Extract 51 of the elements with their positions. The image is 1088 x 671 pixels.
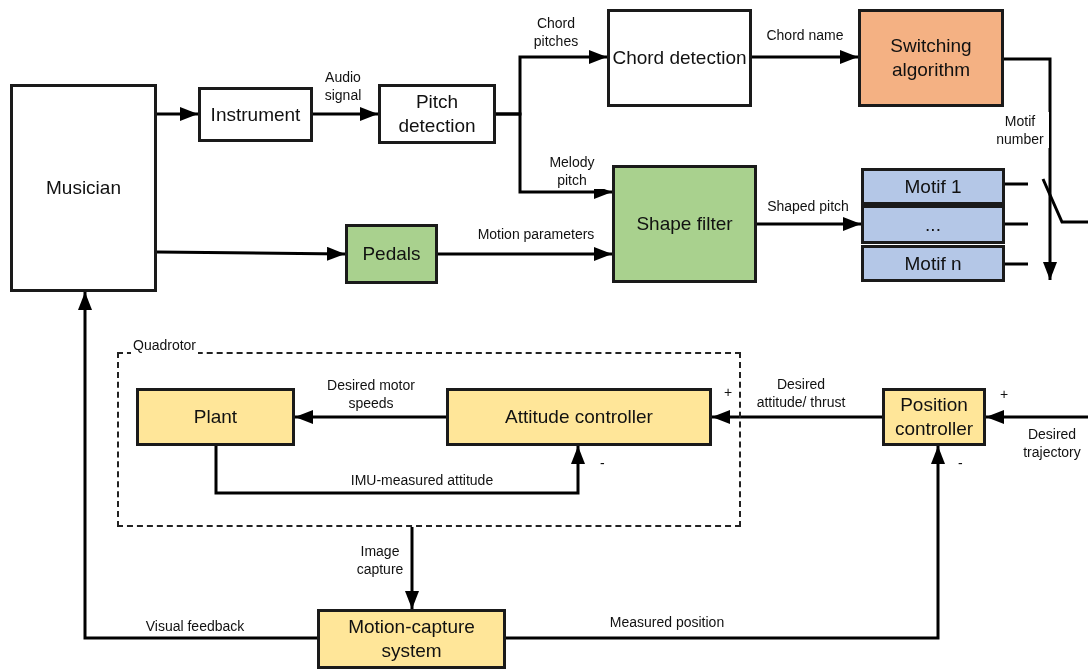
group-title: Quadrotor — [131, 337, 199, 355]
node-label: Motion-capture system — [347, 615, 476, 663]
node-label: Switching algorithm — [889, 34, 973, 82]
edge-label: Shaped pitch — [767, 197, 849, 216]
sign-label: - — [600, 455, 605, 471]
sign-label: - — [958, 455, 963, 471]
arrow — [506, 446, 945, 640]
arrow — [78, 292, 317, 640]
arrow — [214, 446, 585, 495]
process-box — [607, 9, 752, 107]
process-box — [10, 84, 157, 292]
node-label: Musician — [46, 176, 121, 200]
node-label: Plant — [193, 405, 238, 429]
process-box — [136, 388, 295, 446]
arrow — [157, 246, 345, 261]
process-box — [861, 205, 1005, 244]
arrow — [313, 107, 378, 121]
process-box — [446, 388, 712, 446]
process-box — [317, 609, 506, 669]
node-label: ... — [925, 212, 941, 237]
process-box — [861, 245, 1005, 282]
process-box — [378, 84, 496, 144]
node-label: Pedals — [362, 242, 421, 266]
arrow — [752, 50, 858, 64]
arrow — [496, 112, 612, 199]
arrow — [438, 247, 612, 261]
process-box — [612, 165, 757, 283]
process-box — [861, 168, 1005, 205]
arrow — [757, 217, 861, 231]
arrow — [712, 410, 882, 424]
node-label: Pitch detection — [397, 90, 477, 138]
node-label: Attitude controller — [505, 405, 653, 429]
node-label: Instrument — [210, 102, 301, 127]
node-label: Chord detection — [612, 46, 747, 70]
arrow — [1004, 57, 1057, 280]
process-box — [858, 9, 1004, 107]
node-label: Motif 1 — [904, 174, 962, 199]
node-label: Motif n — [904, 251, 962, 276]
arrow — [405, 527, 419, 609]
sign-label: + — [1000, 386, 1009, 402]
sign-label: + — [724, 384, 733, 400]
process-box — [198, 87, 313, 142]
edge-label: Measured position — [609, 613, 725, 632]
process-box — [882, 388, 986, 446]
node-label: Shape filter — [636, 212, 733, 236]
arrow — [986, 410, 1088, 424]
arrow — [157, 107, 198, 121]
process-box — [345, 224, 438, 284]
arrow — [295, 410, 446, 424]
edge-label: Motion parameters — [477, 225, 595, 244]
node-label: Position controller — [893, 393, 975, 441]
